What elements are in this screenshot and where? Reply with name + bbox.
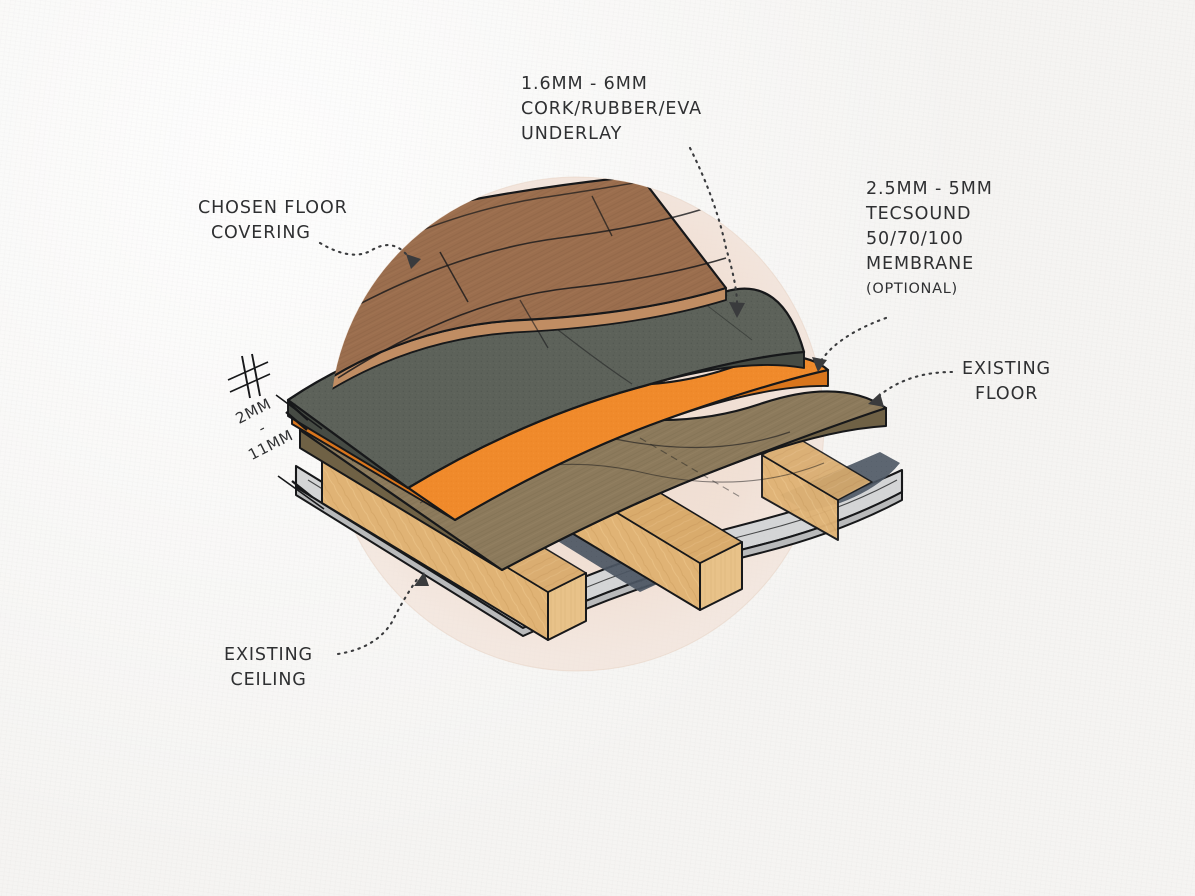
- label-tecsound-line-2: TECSOUND: [866, 203, 972, 224]
- leader-underlay: [688, 146, 739, 310]
- label-tecsound-line-4: MEMBRANE: [866, 253, 975, 274]
- label-chosen-floor-line-2: COVERING: [210, 222, 311, 243]
- label-tecsound-line-3: 50/70/100: [866, 228, 964, 249]
- leader-tecsound: [817, 316, 888, 366]
- label-thickness-line-2: -: [255, 418, 269, 438]
- label-underlay-line-1: 1.6MM - 6MM: [521, 74, 648, 94]
- leader-arrowheads: [406, 254, 884, 586]
- label-existing-floor: EXISTING FLOOR: [962, 357, 1051, 407]
- arrowhead-chosen-floor: [406, 254, 421, 269]
- label-chosen-floor-line-1: CHOSEN FLOOR: [198, 198, 348, 218]
- dimension-thickness-marks: [227, 353, 325, 510]
- label-existing-ceiling: EXISTING CEILING: [224, 643, 313, 693]
- arrowhead-existing-ceiling: [414, 572, 429, 586]
- label-existing-ceiling-line-1: EXISTING: [224, 645, 314, 665]
- label-underlay: 1.6MM - 6MM CORK/RUBBER/EVA UNDERLAY: [521, 72, 702, 147]
- arrowhead-existing-floor: [868, 393, 884, 407]
- label-tecsound-line-1: 2.5MM - 5MM: [866, 179, 993, 199]
- leader-existing-ceiling: [336, 576, 420, 656]
- label-tecsound-membrane: 2.5MM - 5MM TECSOUND 50/70/100 MEMBRANE …: [866, 177, 993, 301]
- label-existing-floor-line-1: EXISTING: [962, 359, 1052, 379]
- label-existing-ceiling-line-2: CEILING: [230, 669, 307, 690]
- arrowhead-underlay: [729, 302, 745, 318]
- leader-existing-floor: [872, 370, 954, 403]
- label-underlay-line-3: UNDERLAY: [521, 123, 623, 144]
- label-chosen-floor-covering: CHOSEN FLOOR COVERING: [198, 196, 348, 246]
- label-existing-floor-line-2: FLOOR: [974, 383, 1039, 404]
- label-underlay-line-2: CORK/RUBBER/EVA: [521, 98, 702, 119]
- label-tecsound-optional: (OPTIONAL): [866, 281, 958, 298]
- arrowhead-tecsound: [812, 357, 827, 372]
